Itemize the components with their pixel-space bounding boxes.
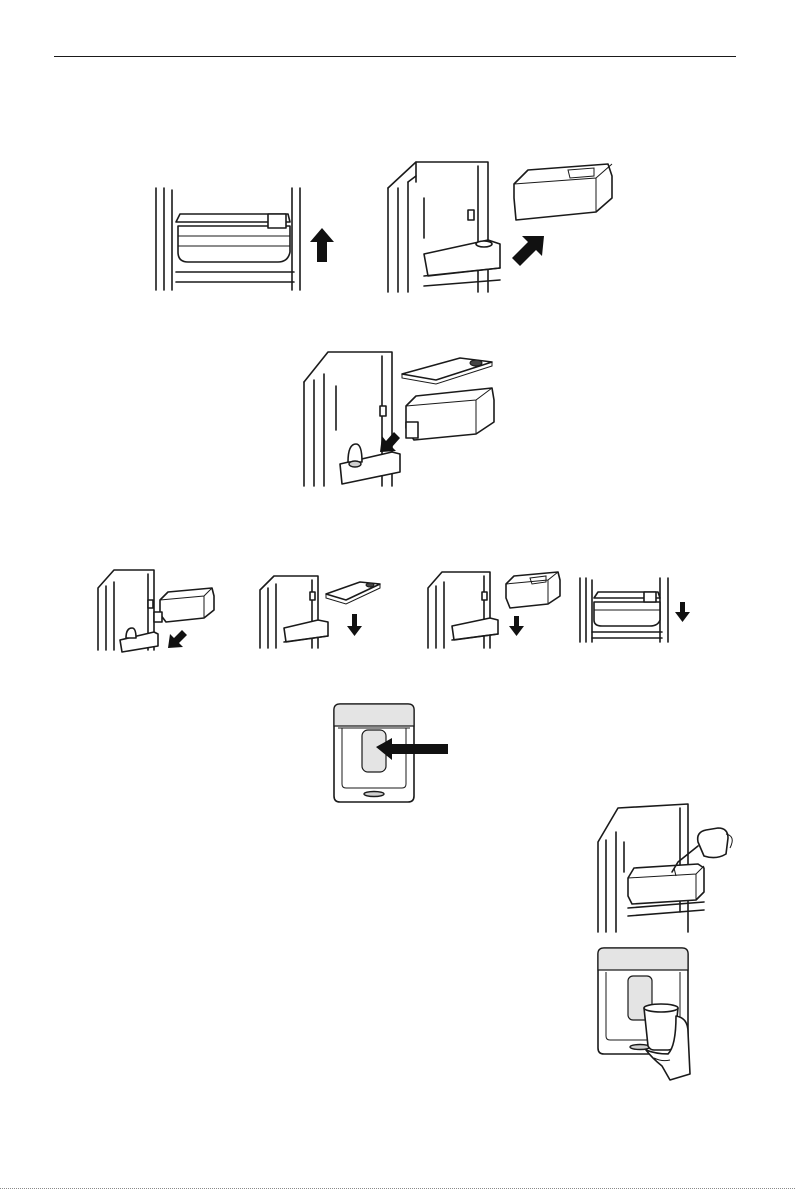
water-tank (406, 388, 494, 440)
figure-dispenser-cup (596, 946, 692, 1084)
tank-lid (402, 358, 492, 384)
figure-bin-remove (380, 158, 620, 298)
arrow-down-left-icon (380, 432, 400, 452)
arrow-down-icon (347, 614, 362, 636)
arrow-up-right-icon (512, 236, 544, 266)
removed-bin (514, 164, 612, 220)
figure-bin-lift-up (150, 186, 350, 296)
figure-lid-reinsert (256, 572, 386, 652)
water-tank (628, 864, 704, 916)
arrow-down-icon (675, 602, 690, 622)
figure-bin-seated (576, 576, 696, 644)
arrow-up-icon (310, 228, 334, 262)
arrow-down-icon (509, 616, 524, 636)
figure-tank-fill-pitcher (592, 802, 742, 934)
door-bin (176, 214, 294, 282)
arrow-down-left-icon (168, 630, 187, 648)
footer-dotted-edge (0, 1188, 795, 1189)
figure-dispenser-paddle (330, 700, 454, 806)
figure-tank-lid-removal (296, 344, 506, 490)
figure-bin-reinsert (424, 568, 564, 650)
header-rule (54, 56, 736, 57)
figure-tank-reinsert (94, 566, 224, 652)
